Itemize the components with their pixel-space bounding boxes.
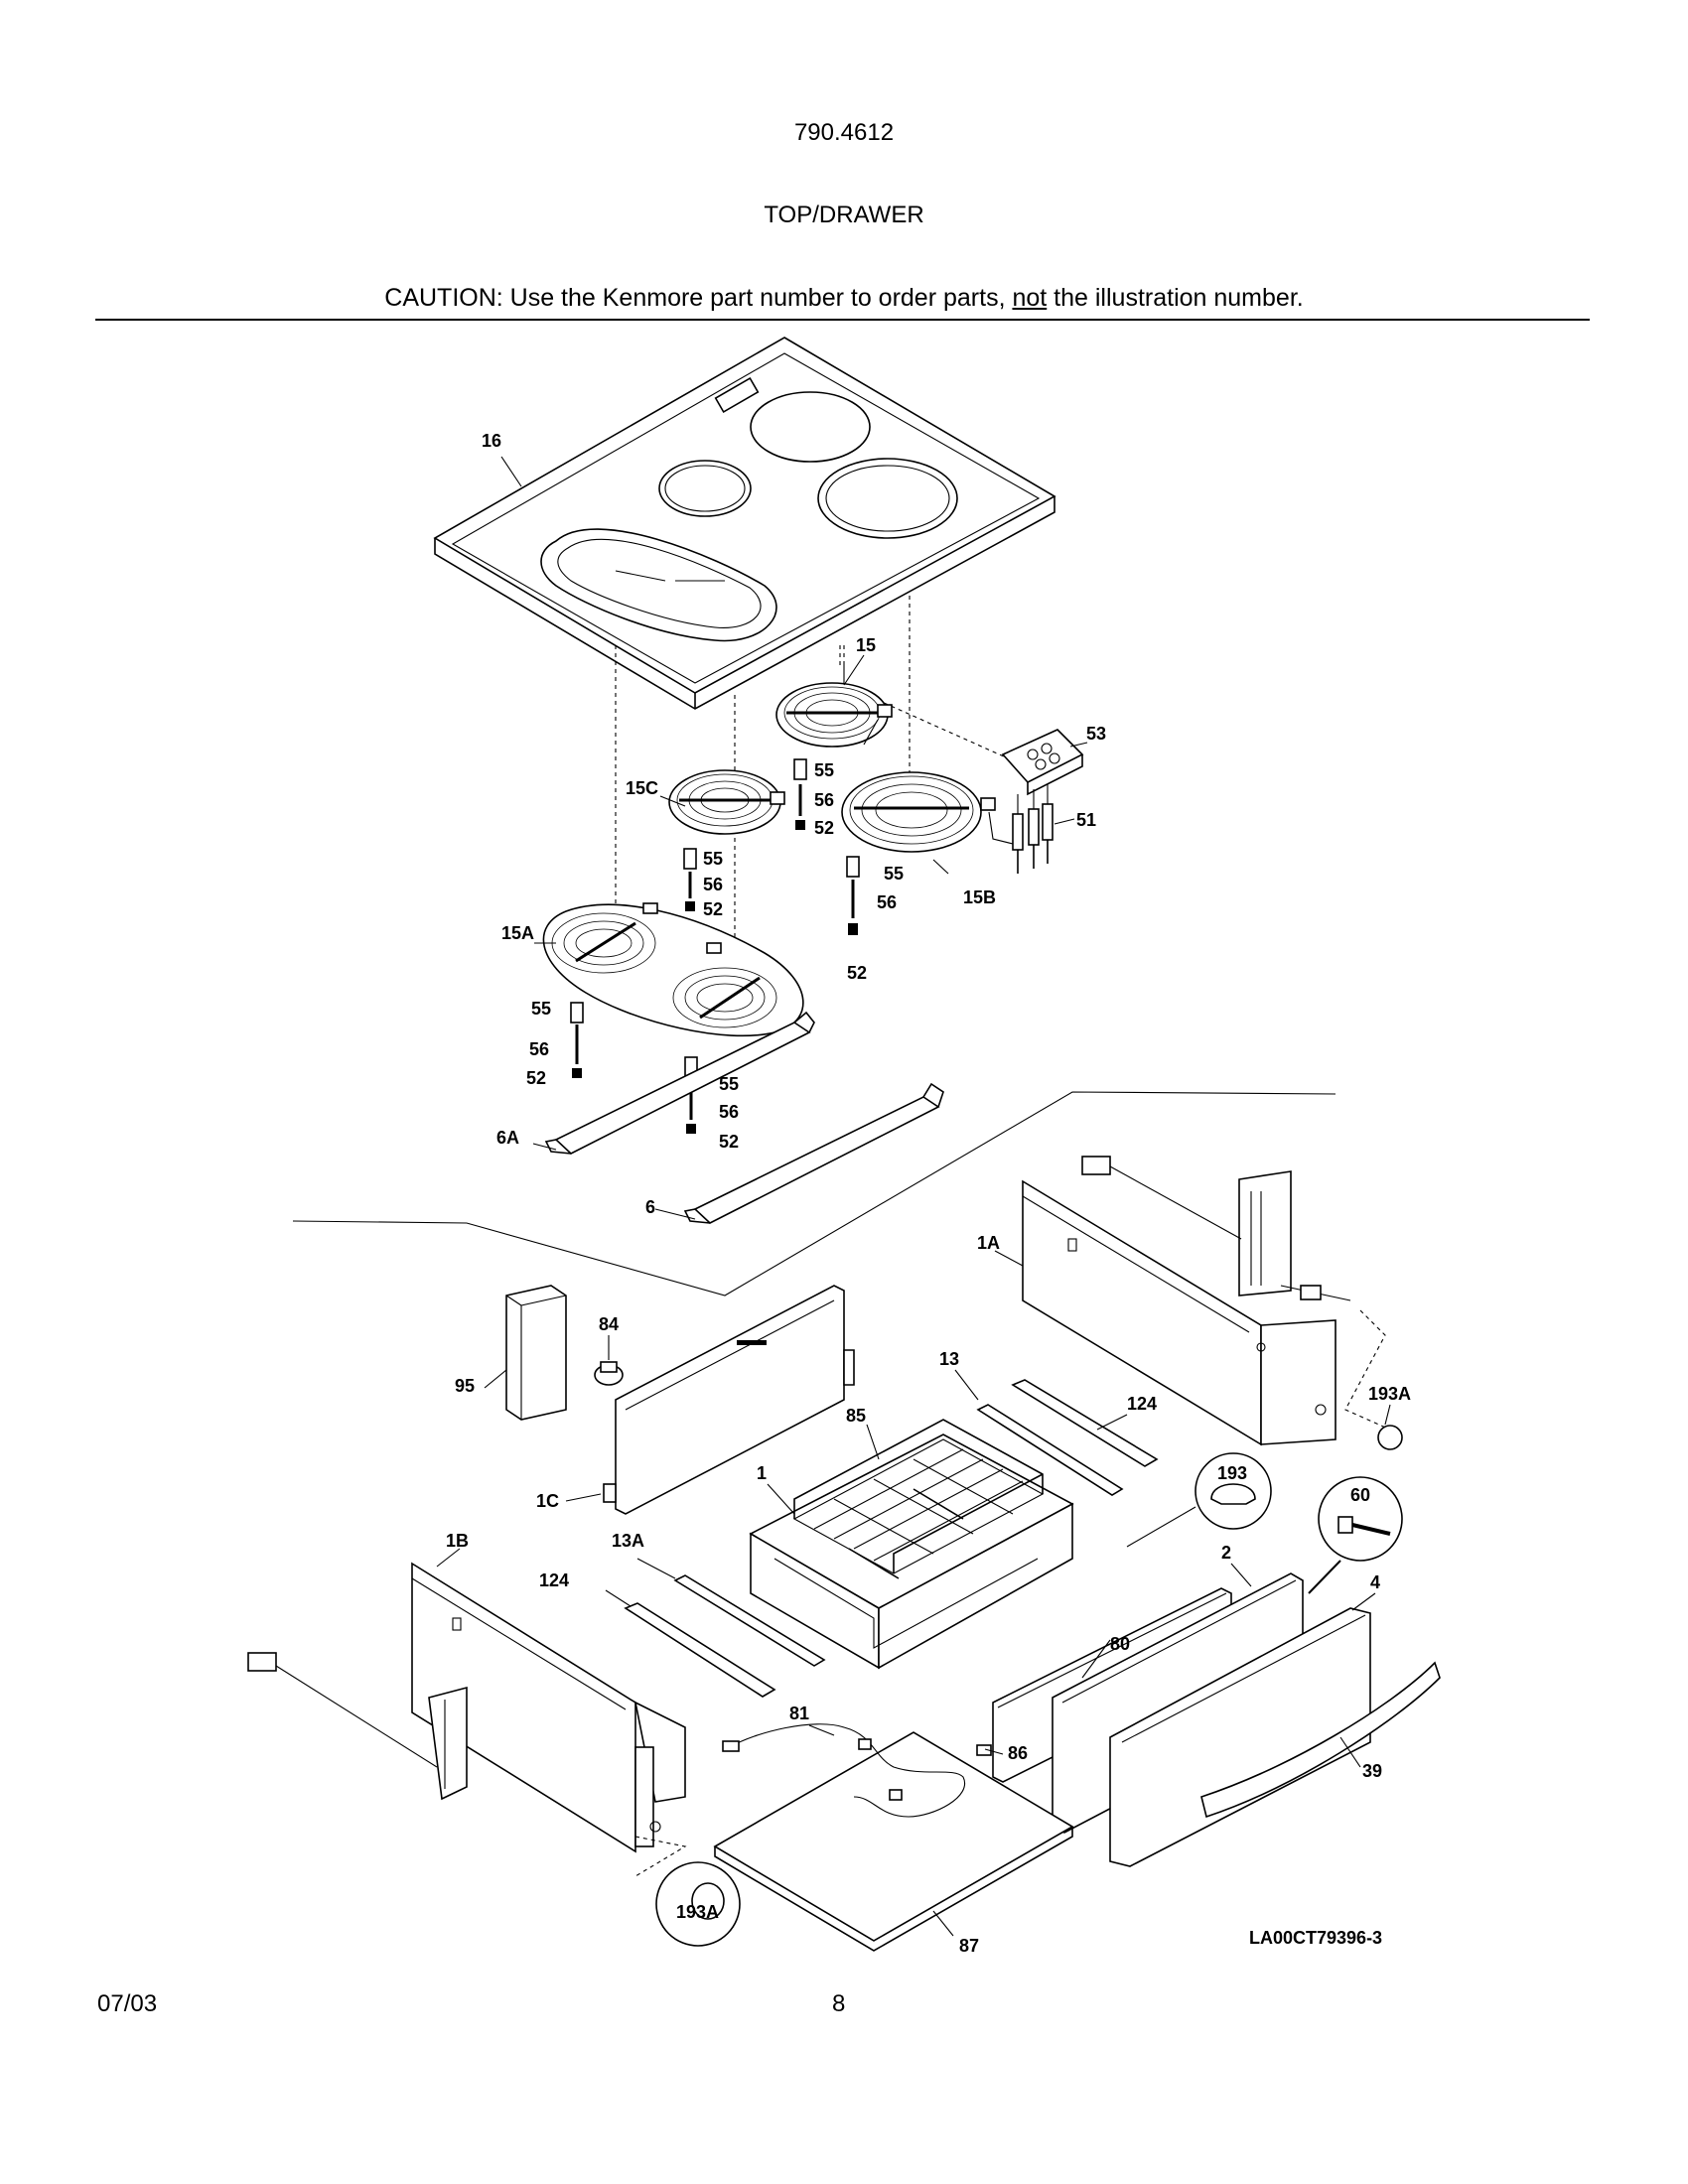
element-bracket-6	[683, 1082, 944, 1224]
callout-6a: 6A	[496, 1128, 519, 1148]
plug-button-193a-left	[655, 1861, 741, 1947]
drawer-slide-124-right	[1011, 1379, 1159, 1467]
callout-193a-left: 193A	[676, 1902, 719, 1922]
drawer-handle-39	[1200, 1661, 1441, 1819]
side-panel-1a	[1022, 1156, 1351, 1446]
callout-1c: 1C	[536, 1491, 559, 1511]
warming-rack-85	[792, 1419, 1045, 1579]
callout-leaders	[436, 456, 1391, 1937]
callout-6: 6	[645, 1197, 655, 1217]
callout-53: 53	[1086, 724, 1106, 744]
callout-4: 4	[1370, 1572, 1380, 1592]
model-number: 790.4612	[793, 119, 895, 146]
callout-1b: 1B	[446, 1531, 469, 1551]
drawer-bottom-87	[713, 1731, 1074, 1952]
vent-duct-95	[505, 1285, 567, 1421]
drawer-slide-124-left	[624, 1602, 776, 1698]
callout-1a: 1A	[977, 1233, 1000, 1253]
callout-15b: 15B	[963, 887, 996, 907]
callout-86: 86	[1008, 1743, 1028, 1763]
callout-56-a: 56	[814, 790, 834, 810]
callout-124-right: 124	[1127, 1394, 1157, 1414]
callout-56-b: 56	[703, 875, 723, 894]
bridge-element-15a	[542, 902, 804, 1037]
drawer-slide-13	[976, 1404, 1124, 1496]
warming-element-81	[722, 1723, 992, 1818]
callout-51: 51	[1076, 810, 1096, 830]
callout-15: 15	[856, 635, 876, 655]
drawer-box-1	[749, 1433, 1074, 1670]
callout-84: 84	[599, 1314, 619, 1334]
callout-55-a: 55	[814, 760, 834, 780]
callout-56-e: 56	[719, 1102, 739, 1122]
callout-52-d: 52	[526, 1068, 546, 1088]
callout-193a-right: 193A	[1368, 1384, 1411, 1404]
callout-52-e: 52	[719, 1132, 739, 1152]
hardware-set-a	[793, 758, 807, 830]
caution-note: CAUTION: Use the Kenmore part number to …	[0, 284, 1688, 313]
callout-55-e: 55	[719, 1074, 739, 1094]
caution-underlined-word: not	[1012, 284, 1048, 312]
hardware-set-c	[846, 856, 860, 935]
callout-95: 95	[455, 1376, 475, 1396]
drawer-slide-13a	[673, 1574, 826, 1667]
callout-56-d: 56	[529, 1039, 549, 1059]
section-title: TOP/DRAWER	[764, 202, 924, 228]
callout-13: 13	[939, 1349, 959, 1369]
drawer-front-4	[1109, 1607, 1371, 1867]
cooktop-glass-top	[433, 337, 1056, 710]
callout-55-b: 55	[703, 849, 723, 869]
callout-39: 39	[1362, 1761, 1382, 1781]
hardware-set-b	[683, 848, 697, 911]
caution-text-end: the illustration number.	[1047, 284, 1304, 312]
door-switch-84	[594, 1361, 624, 1386]
callout-81: 81	[789, 1704, 809, 1723]
terminal-block-53	[1001, 729, 1084, 796]
footer-date: 07/03	[97, 1990, 158, 2017]
callout-55-c: 55	[884, 864, 904, 884]
callout-13a: 13A	[612, 1531, 644, 1551]
drawing-number: LA00CT79396-3	[1249, 1928, 1382, 1948]
callout-60: 60	[1350, 1485, 1370, 1505]
callout-193: 193	[1217, 1463, 1247, 1483]
callout-52-a: 52	[814, 818, 834, 838]
radiant-element-15	[775, 682, 893, 748]
element-bracket-6a	[544, 1011, 815, 1155]
rear-panel-1c	[603, 1285, 855, 1515]
hardware-set-d	[570, 1002, 584, 1078]
caution-text-start: CAUTION: Use the Kenmore part number to …	[384, 284, 1013, 312]
radiant-element-15c	[668, 769, 785, 835]
header-rule	[95, 319, 1590, 321]
callout-15c: 15C	[626, 778, 658, 798]
callout-80: 80	[1110, 1634, 1130, 1654]
side-panel-1b	[247, 1562, 686, 1853]
screw-60-callout	[1308, 1476, 1403, 1594]
callout-124-left: 124	[539, 1570, 569, 1590]
callout-85: 85	[846, 1406, 866, 1426]
callout-52-b: 52	[703, 899, 723, 919]
callout-16: 16	[482, 431, 501, 451]
callout-52-c: 52	[847, 963, 867, 983]
callout-1: 1	[757, 1463, 767, 1483]
plug-button-193-callout	[1126, 1452, 1272, 1548]
callout-2: 2	[1221, 1543, 1231, 1563]
callout-15a: 15A	[501, 923, 534, 943]
radiant-element-15b	[841, 771, 1014, 853]
callout-55-d: 55	[531, 999, 551, 1019]
wire-connectors-51	[1012, 784, 1054, 874]
footer-page-number: 8	[832, 1990, 846, 2017]
callout-56-c: 56	[877, 892, 897, 912]
plug-button-193a-right	[1377, 1425, 1403, 1450]
callout-87: 87	[959, 1936, 979, 1956]
